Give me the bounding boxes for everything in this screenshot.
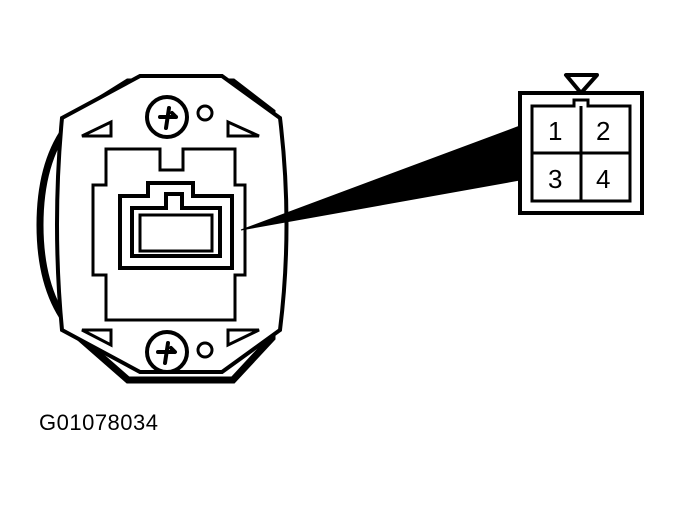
corner-tab-bottom-left	[81, 328, 113, 348]
screw-bottom-locator-hole	[196, 341, 214, 359]
corner-tab-top-left	[81, 119, 113, 138]
connector-socket	[118, 181, 234, 270]
pin-4-label: 4	[596, 164, 610, 194]
screw-top-locator-hole	[196, 104, 214, 122]
center-boss-outline	[91, 147, 247, 322]
corner-tabs	[81, 119, 260, 348]
pin-2-label: 2	[596, 116, 610, 146]
screw-top	[145, 95, 214, 139]
connector-face-view: 1 2 3 4	[518, 73, 644, 215]
screw-bottom-phillips-icon	[156, 341, 177, 365]
pin-1-label: 1	[548, 116, 562, 146]
screw-bottom	[145, 330, 214, 374]
pin-3-label: 3	[548, 164, 562, 194]
socket-cavity	[138, 213, 214, 253]
corner-tab-bottom-right	[226, 328, 260, 348]
orientation-triangle-icon	[564, 73, 599, 95]
face-inner-frame	[530, 98, 632, 203]
figure-id-label: G01078034	[39, 410, 159, 435]
screw-top-phillips-icon	[158, 106, 178, 130]
corner-tab-top-right	[226, 119, 260, 138]
